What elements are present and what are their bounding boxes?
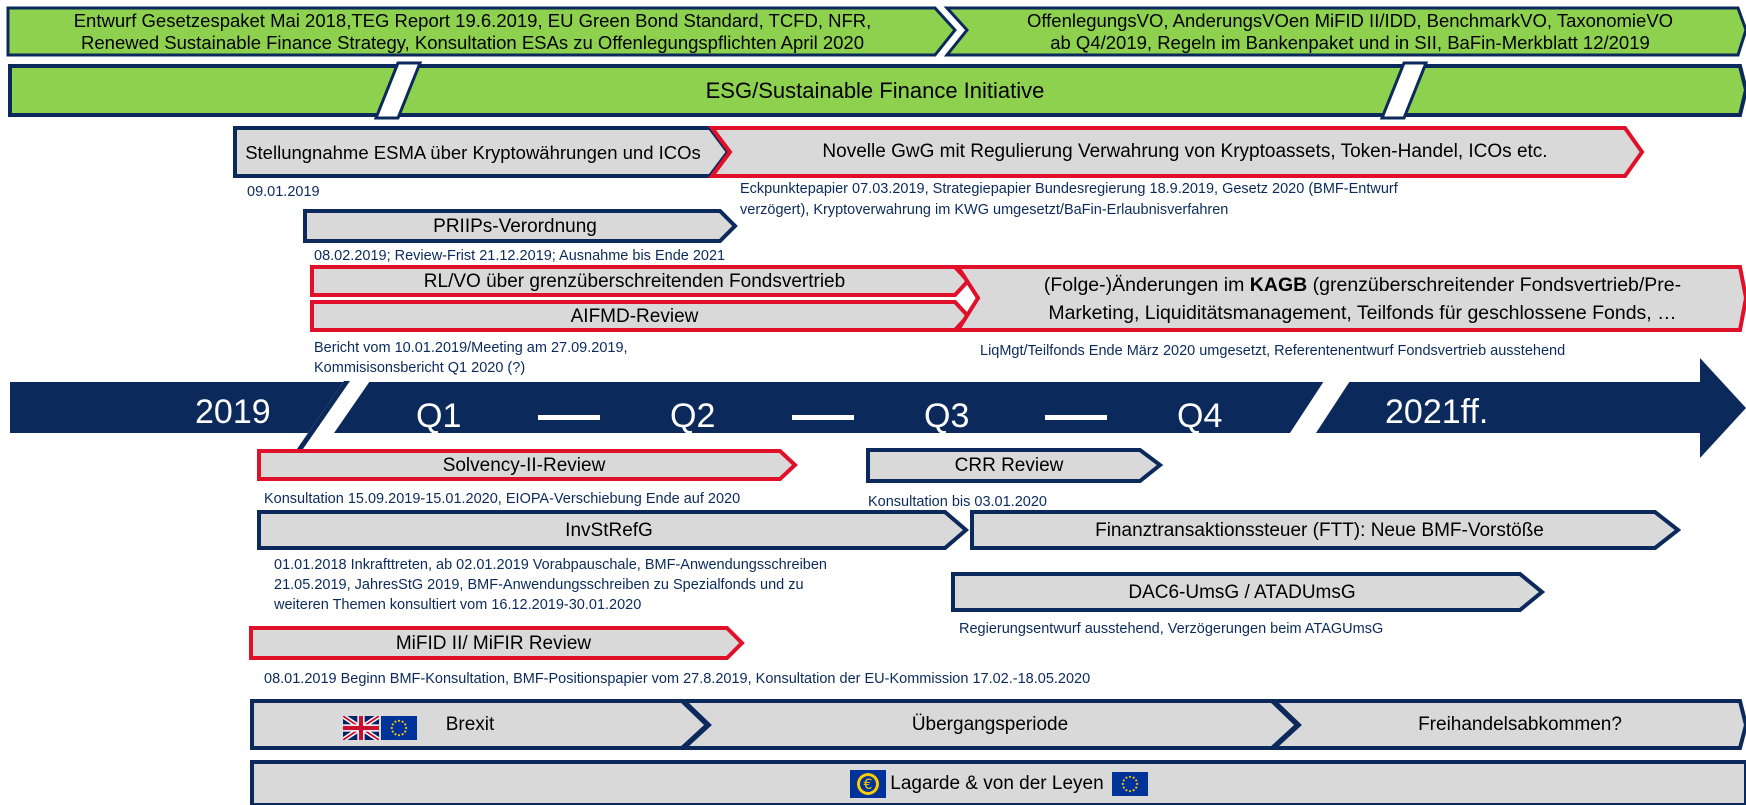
timeline-year: 2019 <box>195 393 271 431</box>
green-banner-left-text: Entwurf Gesetzespaket Mai 2018,TEG Repor… <box>10 9 935 55</box>
kagb-note: LiqMgt/Teilfonds Ende März 2020 umgesetz… <box>980 343 1566 359</box>
timeline-dash-2 <box>792 415 854 420</box>
priips-label: PRIIPs-Verordnung <box>433 215 597 237</box>
invst-note-1: 01.01.2018 Inkrafttreten, ab 02.01.2019 … <box>274 557 827 573</box>
kagb-line-2: Marketing, Liquiditätsmanagement, Teilfo… <box>1048 302 1677 324</box>
timeline-break-right <box>1288 381 1350 436</box>
dac6-note: Regierungsentwurf ausstehend, Verzögerun… <box>959 621 1384 637</box>
esma-note: 09.01.2019 <box>247 184 320 200</box>
kagb-bold: KAGB <box>1249 274 1308 296</box>
ecb-euro-icon: € <box>850 769 887 799</box>
priips-note: 08.02.2019; Review-Frist 21.12.2019; Aus… <box>314 248 726 264</box>
crr-bar <box>866 448 1164 483</box>
green-left-line-2: Renewed Sustainable Finance Strategy, Ko… <box>81 32 864 53</box>
esg-break-left <box>373 61 423 120</box>
solvency-label: Solvency-II-Review <box>442 454 606 476</box>
esg-label: ESG/Sustainable Finance Initiative <box>705 78 1045 103</box>
eu-flag-icon <box>1111 772 1148 796</box>
freihandel-bar <box>1268 699 1746 750</box>
esg-break-right <box>1379 61 1429 120</box>
timeline-future: 2021ff. <box>1385 393 1489 431</box>
green-banner-left <box>6 6 957 57</box>
mifid-note: 08.01.2019 Beginn BMF-Konsultation, BMF-… <box>264 671 1091 687</box>
freihandel-label: Freihandelsabkommen? <box>1418 714 1622 735</box>
timeline-q2: Q2 <box>670 397 716 435</box>
rlvo-bar <box>310 265 971 297</box>
invst-note-2: 21.05.2019, JahresStG 2019, BMF-Anwendun… <box>274 577 804 593</box>
timeline-q4: Q4 <box>1177 397 1223 435</box>
ftt-label: Finanztransaktionssteuer (FTT): Neue BMF… <box>1095 519 1544 541</box>
gwg-note-1: Eckpunktepapier 07.03.2019, Strategiepap… <box>740 181 1398 197</box>
crr-label: CRR Review <box>954 455 1064 476</box>
crr-note: Konsultation bis 03.01.2020 <box>868 494 1047 510</box>
gwg-bar <box>708 126 1645 178</box>
kagb-line-1: (Folge-)Änderungen im KAGB (grenzübersch… <box>1043 274 1682 296</box>
kagb-bar <box>954 265 1746 332</box>
lagarde-label: Lagarde & von der Leyen <box>890 773 1104 794</box>
esg-bar <box>8 64 1746 117</box>
esma-label: Stellungnahme ESMA über Kryptowährungen … <box>245 141 701 163</box>
solvency-bar <box>257 449 798 481</box>
gwg-note-2: verzögert), Kryptoverwahrung im KWG umge… <box>740 202 1229 218</box>
green-right-line-1: OffenlegungsVO, AnderungsVOen MiFID II/I… <box>1026 10 1674 31</box>
timeline-dash-3 <box>1045 415 1107 420</box>
svg-text:€: € <box>864 777 873 793</box>
aifmd-label: AIFMD-Review <box>570 305 699 327</box>
brexit-label: Brexit <box>445 714 495 735</box>
green-banner-right-text: OffenlegungsVO, AnderungsVOen MiFID II/I… <box>962 9 1738 55</box>
timeline-dash-1 <box>538 415 600 420</box>
green-right-line-2: ab Q4/2019, Regeln im Bankenpaket und in… <box>1050 32 1650 53</box>
invst-note-3: weiteren Themen konsultiert vom 16.12.20… <box>274 597 642 613</box>
timeline-q1: Q1 <box>416 397 462 435</box>
invst-bar <box>257 510 970 550</box>
uk-flag-icon <box>341 714 381 742</box>
dac6-label: DAC6-UmsG / ATADUmsG <box>1128 581 1356 603</box>
rlvo-label: RL/VO über grenzüberschreitenden Fondsve… <box>423 270 846 292</box>
kagb-label: (Folge-)Änderungen im KAGB (grenzübersch… <box>985 268 1740 330</box>
priips-bar <box>303 209 738 243</box>
green-left-line-1: Entwurf Gesetzespaket Mai 2018,TEG Repor… <box>73 10 872 31</box>
green-banner-right <box>943 6 1746 57</box>
uebergang-label: Übergangsperiode <box>911 714 1069 735</box>
dac6-bar <box>951 572 1546 612</box>
timeline-break-left <box>288 381 370 462</box>
timeline-q3: Q3 <box>924 397 970 435</box>
gwg-label: Novelle GwG mit Regulierung Verwahrung v… <box>822 141 1548 162</box>
eu-flag-icon <box>381 716 417 740</box>
ftt-bar <box>970 510 1682 550</box>
mifid-label: MiFID II/ MiFIR Review <box>395 632 592 654</box>
mifid-bar <box>249 626 745 660</box>
lagarde-bar <box>250 760 1746 805</box>
solvency-note: Konsultation 15.09.2019-15.01.2020, EIOP… <box>264 491 741 507</box>
lagarde-row: € Lagarde & von der Leyen <box>254 764 1744 804</box>
aifmd-note-1: Bericht vom 10.01.2019/Meeting am 27.09.… <box>314 340 628 356</box>
aifmd-note-2: Kommisisonsbericht Q1 2020 (?) <box>314 360 526 376</box>
invst-label: InvStRefG <box>565 519 653 541</box>
